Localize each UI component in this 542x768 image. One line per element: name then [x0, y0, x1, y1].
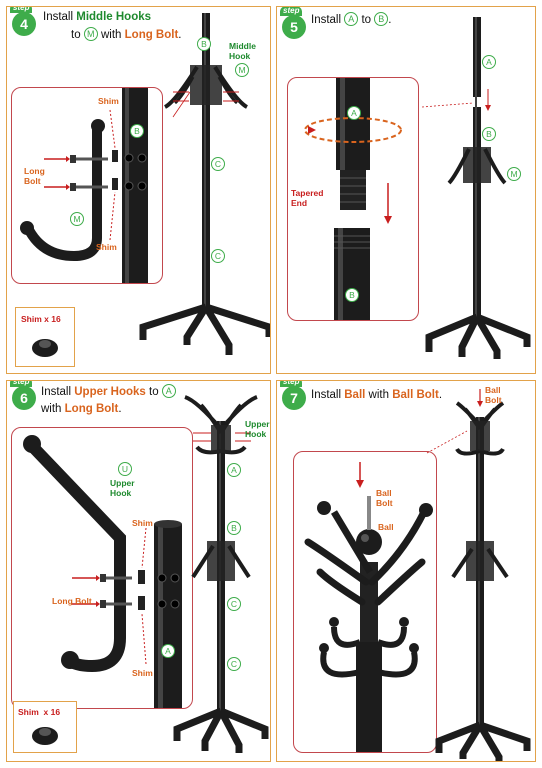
step-4-instruction-line2: to M with Long Bolt. — [71, 27, 182, 41]
upper-hook-stand-label: Upper Hook — [245, 419, 270, 439]
part-b-stand-label: B — [482, 127, 496, 141]
part-a-detail-label: A — [161, 644, 175, 658]
pole-connection-detail: A B Tapered End — [287, 77, 419, 321]
shim-count-box: Shim x 16 — [13, 701, 77, 753]
ball-bolt-top-label: Ball Bolt — [485, 385, 502, 405]
middle-hook-label: Middle Hook — [229, 41, 256, 61]
upper-hook-label: Upper Hook — [110, 478, 135, 498]
step-6-instruction-line1: Install Upper Hooks to A — [41, 384, 176, 400]
upper-hook-detail: U Upper Hook Shim Long Bolt Shim A — [11, 427, 193, 709]
long-bolt-label: Long Bolt — [52, 596, 92, 606]
shim-icon — [32, 339, 58, 357]
ball-detail-drawing — [304, 462, 433, 752]
part-c-label-2: C — [227, 657, 241, 671]
shim-label-bottom: Shim — [96, 242, 117, 252]
part-m-label: M — [70, 212, 84, 226]
step-5-panel: step 5 Install A to B. A B Tapered End — [276, 6, 536, 374]
step-badge-icon: step 7 — [280, 381, 306, 410]
ball-label: Ball — [378, 522, 394, 532]
shim-count-label: Shim x 16 — [18, 707, 61, 717]
step-7-instruction: Install Ball with Ball Bolt. — [311, 389, 443, 401]
part-b-stand-label: B — [197, 37, 211, 51]
step-badge-icon: step 4 — [10, 7, 36, 36]
middle-hook-detail: Shim Long Bolt Shim B M — [11, 87, 163, 284]
part-m-stand-label: M — [507, 167, 521, 181]
shim-icon — [32, 727, 58, 745]
part-a-stand-label: A — [482, 55, 496, 69]
step-7-panel: step 7 Install Ball with Ball Bolt. Ball… — [276, 380, 536, 762]
part-c-label-1: C — [211, 157, 225, 171]
step-badge-icon: step 5 — [280, 7, 306, 39]
shim-label-bottom: Shim — [132, 668, 153, 678]
part-b-stand-label: B — [227, 521, 241, 535]
pole-connection-drawing — [304, 78, 402, 320]
part-c-label-2: C — [211, 249, 225, 263]
part-c-label-1: C — [227, 597, 241, 611]
part-b-label: B — [130, 124, 144, 138]
step-6-panel: step 6 Install Upper Hooks to A with Lon… — [6, 380, 271, 762]
part-u-label: U — [118, 462, 132, 476]
shim-count-box: Shim x 16 — [15, 307, 75, 367]
step-4-instruction-line1: Install Middle Hooks — [43, 11, 152, 23]
ball-detail: Ball Bolt Ball — [293, 451, 437, 753]
part-b-detail-label: B — [345, 288, 359, 302]
step-badge-icon: step 6 — [10, 381, 36, 410]
part-a-stand-label: A — [227, 463, 241, 477]
part-a-detail-label: A — [347, 106, 361, 120]
ball-bolt-label: Ball Bolt — [376, 488, 393, 508]
tapered-end-label: Tapered End — [291, 188, 324, 208]
step-4-panel: step 4 Install Middle Hooks to M with Lo… — [6, 6, 271, 374]
upper-hook-detail-drawing — [23, 435, 182, 708]
step-5-instruction: Install A to B. — [311, 12, 392, 26]
step-6-instruction-line2: with Long Bolt. — [41, 403, 122, 415]
part-m-stand-label: M — [235, 63, 249, 77]
shim-label-top: Shim — [98, 96, 119, 106]
long-bolt-label: Long Bolt — [24, 166, 45, 186]
middle-hook-detail-drawing — [20, 88, 148, 283]
shim-label-top: Shim — [132, 518, 153, 528]
shim-count-label: Shim x 16 — [21, 314, 61, 324]
